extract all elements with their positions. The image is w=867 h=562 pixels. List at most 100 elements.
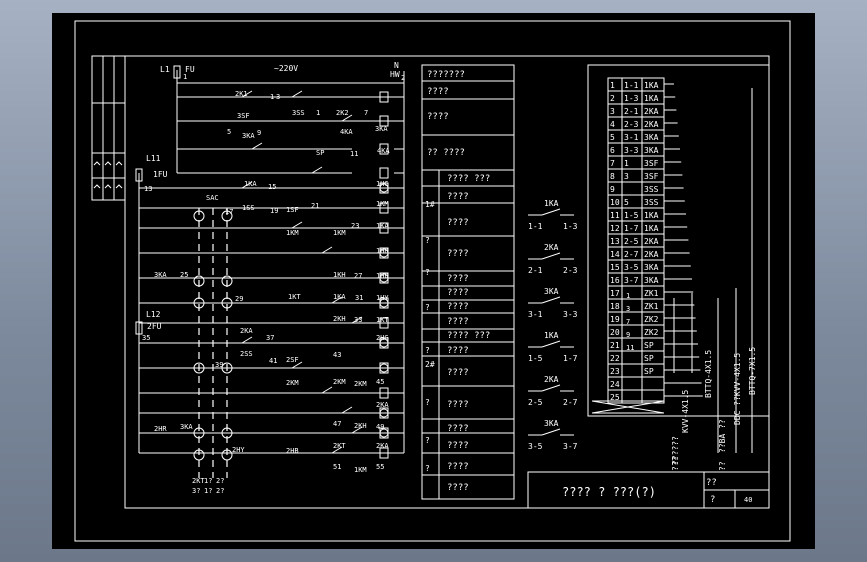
circuit-label: 31 (355, 294, 363, 302)
function-table: ????????????????? ???????? ?????????????… (421, 64, 515, 500)
coil (379, 202, 389, 214)
contact (331, 296, 343, 304)
circuit-label: 3SF (237, 112, 250, 120)
circuit-label: 1KM (376, 200, 389, 208)
supply-l1: L1 (160, 65, 170, 74)
circuit-label: 33 (354, 316, 362, 324)
group-mark: ? (425, 346, 430, 355)
function-cell: ???? (447, 462, 469, 472)
circuit-label: 1? (204, 487, 212, 495)
contact (241, 181, 253, 189)
terminal-no: 17 (610, 289, 620, 298)
contact (351, 316, 363, 324)
circuit-label: 1KT (376, 316, 389, 324)
coil (379, 167, 389, 179)
lamp (379, 363, 389, 373)
terminal-wire: 1-5 (624, 211, 639, 220)
contact-label: 2KA (544, 375, 559, 384)
contact (321, 246, 333, 254)
circuit-label: 2KA (240, 327, 253, 335)
function-cell: ???? (447, 441, 469, 451)
function-cell: ???? (447, 483, 469, 493)
group-mark: ? (425, 268, 430, 277)
supply-l12: L12 (146, 310, 161, 319)
terminal-wire: 3-7 (624, 276, 639, 285)
terminal-no: 20 (610, 328, 620, 337)
circuit-label: 43 (333, 351, 341, 359)
circuit-label: 2SS (240, 350, 253, 358)
cable-label: ?????? (671, 436, 680, 465)
coil (379, 143, 389, 155)
terminal-device: 2KA (644, 250, 659, 259)
terminal-extra: 3 (626, 305, 630, 313)
terminal-device: 3SF (644, 172, 659, 181)
circuit-label: 2HY (232, 446, 245, 454)
contact-right: 2-3 (563, 266, 578, 275)
strip-mark (104, 184, 112, 189)
function-cell: ???? (427, 87, 449, 97)
circuit-label: 45 (376, 378, 384, 386)
terminal-device: 3SF (644, 159, 659, 168)
terminal-no: 19 (610, 315, 620, 324)
terminal-no: 7 (610, 159, 615, 168)
circuit-label: 2HR (154, 425, 167, 433)
circuit-label: 3KA (375, 125, 388, 133)
title-block: ???? ? ???(?) ?? ? 40 (527, 471, 770, 509)
supply-1fu: 1FU (153, 170, 168, 179)
contact-left: 3-1 (528, 310, 543, 319)
contact (331, 446, 343, 454)
circuit-label: 7 (364, 109, 368, 117)
circuit-label: 2KT (192, 477, 205, 485)
cable-label: KVV-4X1.5 (681, 389, 690, 433)
strip-mark (93, 161, 101, 166)
terminal-extra: 1 (626, 292, 630, 300)
group-mark: ? (425, 464, 430, 473)
terminal-no: 18 (610, 302, 620, 311)
circuit-label: 3KA (242, 132, 255, 140)
contact (321, 386, 333, 394)
circuit-label: 4KA (377, 147, 390, 155)
terminal-device: 3KA (644, 133, 659, 142)
circuit-label: 25 (180, 271, 188, 279)
contact-left: 3-5 (528, 442, 543, 451)
terminal-no: 3 (610, 107, 615, 116)
circuit-label: 3 (276, 93, 280, 101)
terminal-extra: 7 (626, 318, 630, 326)
function-cell: ???? (447, 424, 469, 434)
terminal-no: 16 (610, 276, 620, 285)
terminal-no: 13 (610, 237, 620, 246)
circuit-label: SAC (206, 194, 219, 202)
terminal-device: 2KA (644, 237, 659, 246)
terminal-device: ZK2 (644, 328, 659, 337)
terminal-no: 21 (610, 341, 620, 350)
supply-n: N (394, 61, 399, 70)
terminal-wire: 3-5 (624, 263, 639, 272)
contact (351, 426, 363, 434)
contact (341, 114, 353, 122)
circuit-label: 15 (268, 183, 276, 191)
coil (379, 387, 389, 399)
strip-mark (104, 161, 112, 166)
coil (379, 91, 389, 103)
circuit-label: 23 (351, 222, 359, 230)
function-cell: ???? ??? (447, 174, 490, 184)
sac-terminal (221, 362, 233, 374)
contact-label: 3KA (544, 287, 559, 296)
circuit-label: 1KM (354, 466, 367, 474)
function-cell: ???? (447, 317, 469, 327)
circuit-label: 3? (52, 13, 60, 15)
contact (291, 361, 303, 369)
terminal-device: 2KA (644, 107, 659, 116)
lamp (379, 183, 389, 193)
function-cell: ??????? (427, 70, 465, 80)
terminal-device: 2KA (644, 120, 659, 129)
terminal-no: 9 (610, 185, 615, 194)
terminal-no: 12 (610, 224, 620, 233)
contact (341, 406, 353, 414)
coil (379, 447, 389, 459)
contact-label: 1KA (544, 199, 559, 208)
circuit-label: 51 (333, 463, 341, 471)
circuit-label: 2KM (354, 380, 367, 388)
